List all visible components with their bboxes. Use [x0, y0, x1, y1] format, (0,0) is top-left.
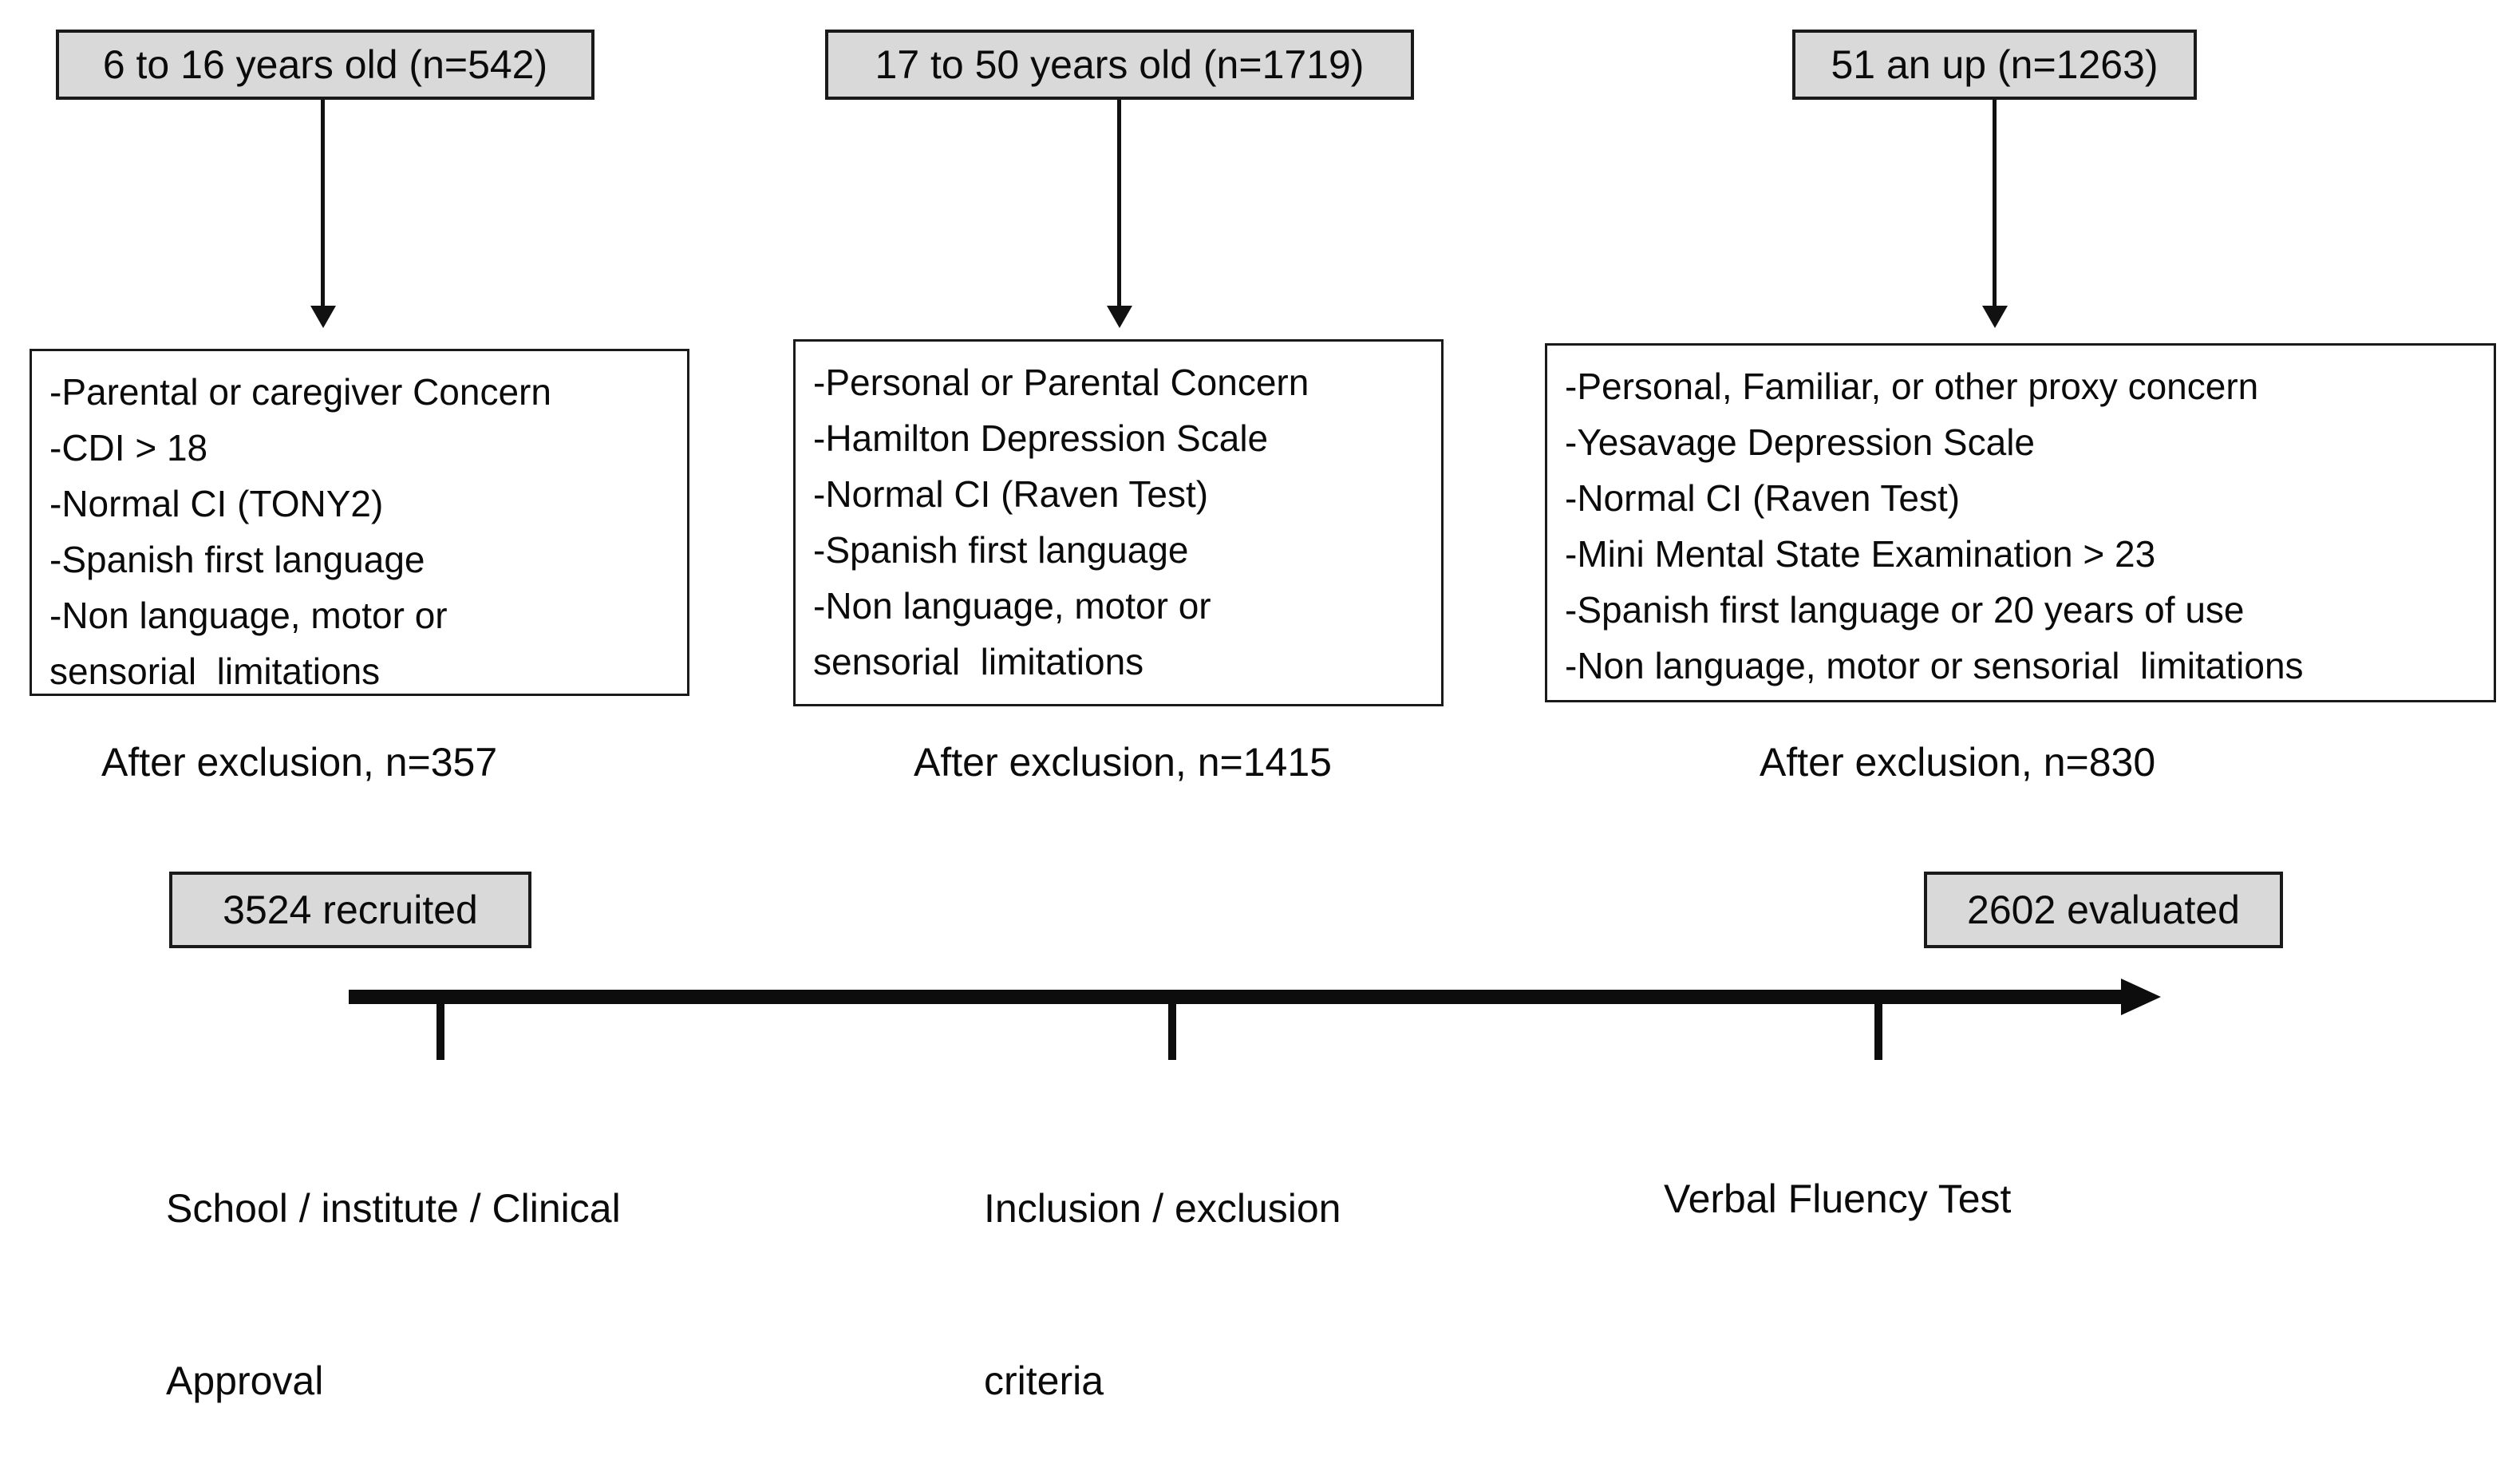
evaluated-label: 2602 evaluated [1967, 888, 2240, 932]
criteria-line: -Yesavage Depression Scale [1565, 421, 2035, 463]
after-exclusion-label-3: After exclusion, n=830 [1760, 740, 2156, 785]
criteria-line: -Normal CI (Raven Test) [813, 473, 1209, 515]
criteria-line: -Personal, Familiar, or other proxy conc… [1565, 366, 2259, 407]
criteria-line: -Spanish first language [49, 539, 425, 580]
criteria-box-3: -Personal, Familiar, or other proxy conc… [1545, 343, 2496, 702]
event-label-1-line1: School / institute / Clinical [166, 1186, 621, 1231]
event-label-2-line2: criteria [984, 1358, 1104, 1403]
timeline-arrowhead-icon [2121, 979, 2161, 1015]
criteria-line: -Normal CI (TONY2) [49, 483, 384, 524]
age-group-label-1: 6 to 16 years old (n=542) [102, 42, 548, 87]
down-arrow-line-2 [1117, 100, 1121, 307]
timeline-tick-3 [1874, 1004, 1882, 1060]
age-group-box-2: 17 to 50 years old (n=1719) [825, 30, 1414, 100]
criteria-line: -Mini Mental State Examination > 23 [1565, 533, 2156, 575]
age-group-label-3: 51 an up (n=1263) [1831, 42, 2159, 87]
criteria-line: -Parental or caregiver Concern [49, 371, 551, 413]
criteria-line: -Non language, motor or sensorial limita… [1565, 645, 2304, 686]
age-group-label-2: 17 to 50 years old (n=1719) [875, 42, 1365, 87]
after-exclusion-label-2: After exclusion, n=1415 [914, 740, 1332, 785]
flowchart-canvas: { "colors": { "background": "#ffffff", "… [30, 30, 2496, 1403]
recruited-label: 3524 recruited [223, 888, 478, 932]
timeline-tick-2 [1168, 1004, 1176, 1060]
event-label-1-line2: Approval [166, 1358, 324, 1403]
criteria-line: -Spanish first language [813, 529, 1189, 571]
criteria-line: -Spanish first language or 20 years of u… [1565, 589, 2245, 631]
down-arrowhead-icon-1 [310, 306, 336, 328]
criteria-line: sensorial limitations [49, 650, 381, 692]
down-arrowhead-icon-2 [1107, 306, 1132, 328]
criteria-line: -CDI > 18 [49, 427, 208, 469]
after-exclusion-label-1: After exclusion, n=357 [101, 740, 498, 785]
down-arrowhead-icon-3 [1982, 306, 2008, 328]
event-label-2-line1: Inclusion / exclusion [984, 1186, 1341, 1231]
timeline-bar [349, 990, 2124, 1004]
criteria-line: -Personal or Parental Concern [813, 362, 1309, 403]
criteria-box-2: -Personal or Parental Concern -Hamilton … [793, 339, 1444, 706]
down-arrow-line-1 [321, 100, 325, 307]
criteria-line: -Hamilton Depression Scale [813, 417, 1269, 459]
criteria-line: -Normal CI (Raven Test) [1565, 477, 1961, 519]
age-group-box-1: 6 to 16 years old (n=542) [56, 30, 594, 100]
criteria-line: -Non language, motor or [49, 595, 448, 636]
event-label-3: Verbal Fluency Test [1664, 1055, 2011, 1285]
event-label-1: School / institute / Clinical Approval [166, 1065, 621, 1467]
recruited-box: 3524 recruited [169, 872, 531, 948]
event-label-2: Inclusion / exclusion criteria [984, 1065, 1341, 1467]
criteria-line: sensorial limitations [813, 641, 1144, 682]
event-label-3-line1: Verbal Fluency Test [1664, 1176, 2012, 1221]
criteria-box-1: -Parental or caregiver Concern -CDI > 18… [30, 349, 689, 696]
evaluated-box: 2602 evaluated [1924, 872, 2283, 948]
age-group-box-3: 51 an up (n=1263) [1792, 30, 2197, 100]
criteria-line: -Non language, motor or [813, 585, 1211, 627]
down-arrow-line-3 [1993, 100, 1997, 307]
timeline-tick-1 [436, 1004, 444, 1060]
